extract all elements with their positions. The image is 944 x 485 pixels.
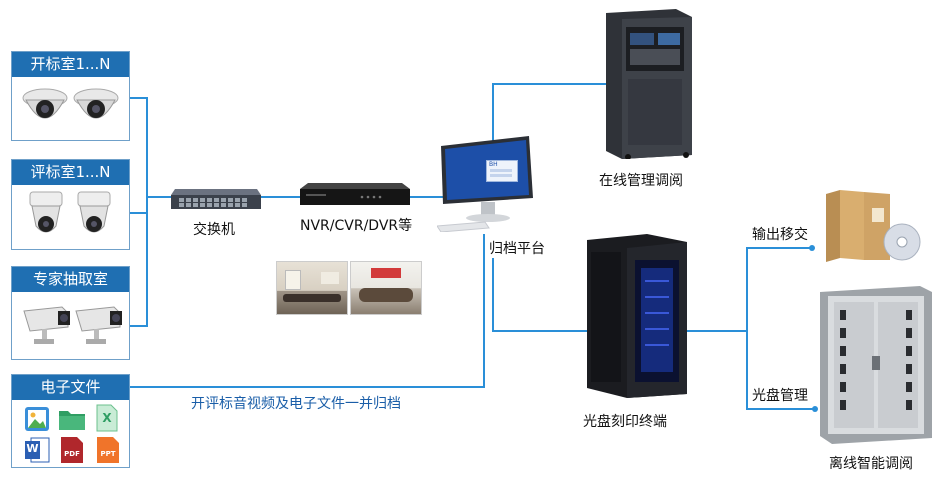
meeting-room-photo — [276, 261, 348, 315]
ppt-file-label: PPT — [100, 450, 116, 458]
panel-expert-room: 专家抽取室 — [11, 266, 130, 360]
network-switch-icon — [171, 185, 261, 213]
wire-room1 — [128, 97, 148, 99]
archive-note: 开评标音视频及电子文件一并归档 — [191, 396, 401, 412]
dome-camera-icon — [22, 84, 68, 130]
wire-endpoint-disc-management — [812, 406, 818, 412]
disc-printer-cabinet-icon — [587, 230, 687, 398]
wire-bus-vertical — [146, 97, 148, 326]
wire-printer-to-branch — [686, 330, 748, 332]
archive-platform-monitor: BH — [437, 136, 537, 232]
wire-room2 — [128, 212, 148, 214]
folder-icon — [58, 406, 86, 432]
nvr-label: NVR/CVR/DVR等 — [300, 218, 413, 234]
ceiling-camera-icon — [26, 190, 66, 242]
word-file-label: W — [26, 442, 39, 455]
pdf-file-icon: PDF — [60, 436, 84, 464]
wire-platform-down — [492, 258, 494, 332]
panel-title: 专家抽取室 — [12, 267, 129, 292]
wire-branch-vertical — [746, 247, 748, 410]
nvr-recorder-icon — [300, 181, 410, 207]
panel-bid-opening-room: 开标室1...N — [11, 51, 130, 141]
meeting-room-photo — [350, 261, 422, 315]
archive-box-icon — [824, 188, 924, 264]
online-management-label: 在线管理调阅 — [599, 173, 683, 189]
login-dialog-title: BH — [489, 161, 498, 168]
excel-file-label: X — [102, 411, 112, 425]
wire-files-horizontal — [130, 386, 484, 388]
ppt-file-icon: PPT — [96, 436, 120, 464]
wire-switch-to-nvr — [258, 196, 304, 198]
panel-title: 电子文件 — [12, 375, 129, 400]
wire-platform-up — [492, 83, 494, 145]
output-transfer-label: 输出移交 — [752, 227, 808, 243]
offline-retrieval-label: 离线智能调阅 — [829, 456, 913, 472]
wire-bus-to-switch — [146, 196, 176, 198]
word-file-icon: W — [24, 436, 50, 464]
archive-platform-label: 归档平台 — [489, 241, 545, 257]
login-dialog: BH — [486, 160, 518, 182]
wire-to-disc-printer — [492, 330, 604, 332]
wire-to-disc-management — [746, 408, 814, 410]
dome-camera-icon — [73, 84, 119, 130]
pdf-file-label: PDF — [64, 450, 80, 458]
panel-electronic-files: 电子文件 X W PDF — [11, 374, 130, 468]
wire-endpoint-output — [809, 245, 815, 251]
wire-nvr-to-platform — [408, 196, 448, 198]
wire-to-output — [746, 247, 812, 249]
server-cabinet-icon — [606, 9, 692, 159]
ceiling-camera-icon — [74, 190, 114, 242]
panel-title: 评标室1...N — [12, 160, 129, 185]
image-file-icon — [24, 406, 50, 432]
wire-to-online-cabinet — [492, 83, 610, 85]
panel-evaluation-room: 评标室1...N — [11, 159, 130, 250]
wire-room3 — [128, 325, 148, 327]
disc-management-label: 光盘管理 — [752, 388, 808, 404]
disc-storage-cabinet-icon — [820, 286, 932, 444]
wire-files-vertical — [483, 234, 485, 388]
bullet-camera-icon — [74, 301, 124, 347]
excel-file-icon: X — [96, 404, 118, 432]
panel-title: 开标室1...N — [12, 52, 129, 77]
switch-label: 交换机 — [193, 222, 235, 238]
bullet-camera-icon — [22, 301, 72, 347]
disc-printer-label: 光盘刻印终端 — [583, 414, 667, 430]
